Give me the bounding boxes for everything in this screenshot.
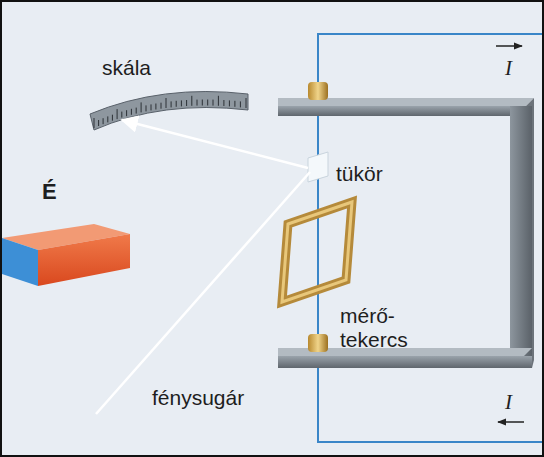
scale-tick bbox=[181, 100, 182, 106]
scale-tick bbox=[155, 104, 156, 110]
scale-tick bbox=[213, 100, 214, 106]
scale-tick bbox=[117, 109, 118, 119]
coil-label: mérő- tekercs bbox=[340, 304, 420, 352]
scale-tick bbox=[246, 98, 247, 108]
scale-tick bbox=[176, 101, 177, 107]
scale-tick bbox=[126, 110, 127, 116]
scale-tick bbox=[136, 108, 137, 114]
scale-tick bbox=[141, 102, 142, 112]
scale-tick bbox=[186, 100, 187, 106]
scale-tick bbox=[151, 104, 152, 110]
scale-tick bbox=[240, 101, 241, 107]
upper-arm bbox=[278, 106, 518, 116]
reflected-ray bbox=[122, 120, 308, 168]
scale-tick bbox=[103, 118, 104, 124]
magnet-south bbox=[2, 238, 38, 286]
scale-tick bbox=[229, 100, 230, 106]
scale bbox=[90, 92, 248, 131]
pole-label: É bbox=[42, 180, 57, 204]
incident-ray bbox=[96, 172, 310, 414]
scale-tick bbox=[171, 101, 172, 107]
coil-highlight bbox=[282, 202, 352, 302]
lower-clamp bbox=[308, 334, 328, 352]
mirror-label: tükör bbox=[336, 162, 383, 186]
scale-tick bbox=[191, 96, 192, 106]
stand-column bbox=[510, 106, 532, 368]
scale-tick bbox=[166, 98, 167, 108]
scale-tick bbox=[146, 105, 147, 111]
lower-arm bbox=[278, 356, 532, 368]
scale-label: skála bbox=[102, 56, 151, 80]
scale-tick bbox=[197, 100, 198, 106]
scale-tick bbox=[112, 115, 113, 121]
scale-tick bbox=[121, 112, 122, 118]
scale-tick bbox=[234, 101, 235, 107]
column-side bbox=[526, 98, 534, 368]
magnet-north bbox=[38, 234, 130, 286]
scale-tick bbox=[202, 100, 203, 106]
coil bbox=[282, 202, 352, 302]
upper-clamp bbox=[308, 82, 328, 100]
current-label: I bbox=[505, 390, 512, 414]
scale-tick bbox=[98, 120, 99, 126]
scale-tick bbox=[223, 100, 224, 106]
scale-ticks bbox=[94, 96, 246, 128]
scale-tick bbox=[218, 96, 219, 106]
ray-label: fénysugár bbox=[152, 386, 244, 410]
scale-tick bbox=[107, 116, 108, 122]
scale-tick bbox=[131, 109, 132, 115]
scale-tick bbox=[207, 100, 208, 106]
current-label: I bbox=[505, 56, 512, 80]
scale-tick bbox=[94, 118, 95, 128]
mirror bbox=[308, 152, 328, 182]
scale-tick bbox=[161, 103, 162, 109]
current-arrow bbox=[498, 421, 524, 423]
current-arrow bbox=[496, 45, 522, 47]
